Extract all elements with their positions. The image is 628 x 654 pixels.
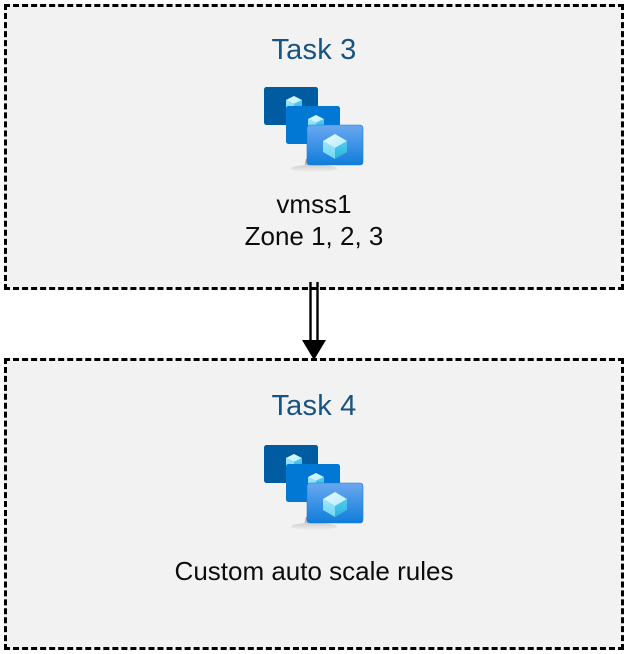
vmss-scale-set-icon — [262, 441, 366, 533]
vmss-scale-set-icon — [262, 83, 366, 175]
task-4-caption: Custom auto scale rules — [174, 556, 454, 586]
double-line-arrow-down — [294, 282, 334, 362]
task-3-title: Task 3 — [271, 34, 357, 66]
task-3-caption: vmss1 Zone 1, 2, 3 — [244, 189, 384, 251]
task-4-title: Task 4 — [271, 390, 357, 422]
task-box-task-4: Task 4 — [4, 358, 624, 650]
task-box-task-3: Task 3 — [4, 4, 624, 290]
